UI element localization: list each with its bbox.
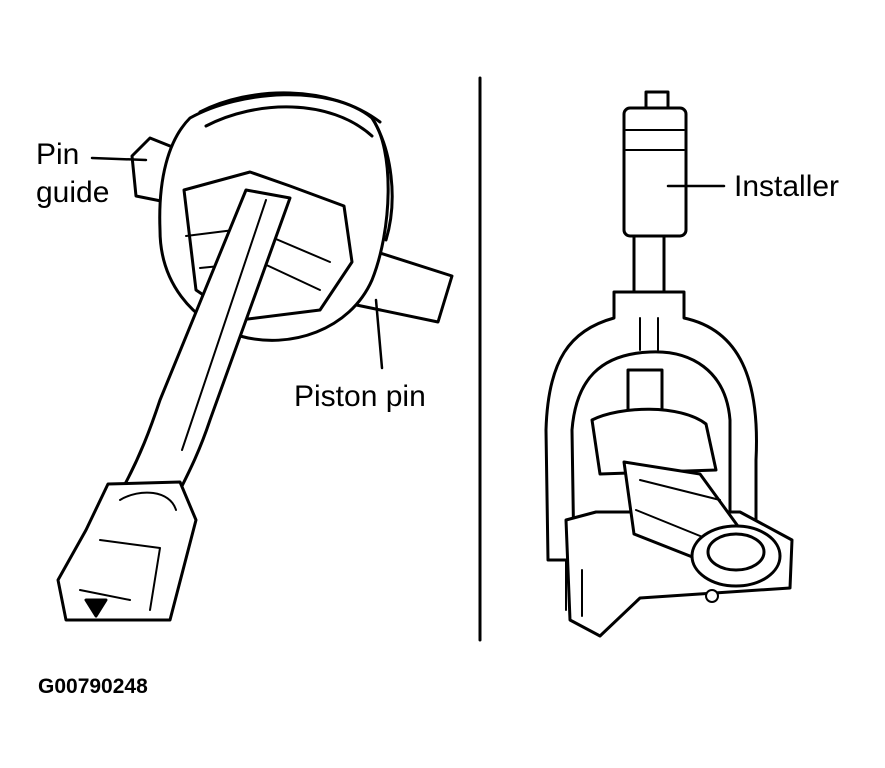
fixture-rod-detail xyxy=(635,479,721,541)
rod-big-end xyxy=(56,480,198,622)
press-frame xyxy=(544,290,758,562)
press-base-legs xyxy=(565,559,583,617)
connecting-rod-center-line xyxy=(181,199,267,451)
leader-piston-pin xyxy=(374,298,384,370)
fixture-rod-big-end-inner xyxy=(706,532,766,572)
piston-pin-label: Piston pin xyxy=(294,380,426,413)
installer-body xyxy=(622,106,688,238)
figure-id: G00790248 xyxy=(38,675,148,698)
pin-guide-label-line2: guide xyxy=(36,176,110,209)
piston-ring-2 xyxy=(204,105,374,138)
piston-ring-1 xyxy=(198,91,382,124)
rod-big-end-detail xyxy=(79,491,177,611)
left-panel-illustration xyxy=(56,91,454,622)
leader-pin-guide xyxy=(90,156,148,162)
fixture-bolt xyxy=(705,589,719,603)
right-panel-illustration xyxy=(544,90,794,638)
fixture-piston xyxy=(590,407,718,476)
piston-ring-3 xyxy=(370,116,394,242)
installer-shaft xyxy=(632,234,666,298)
installer-bands xyxy=(625,129,685,151)
pin-guide-label-line1: Pin xyxy=(36,138,80,171)
press-frame-inner xyxy=(639,317,659,351)
rod-arrow-mark xyxy=(84,598,108,618)
installer-label: Installer xyxy=(734,170,840,203)
